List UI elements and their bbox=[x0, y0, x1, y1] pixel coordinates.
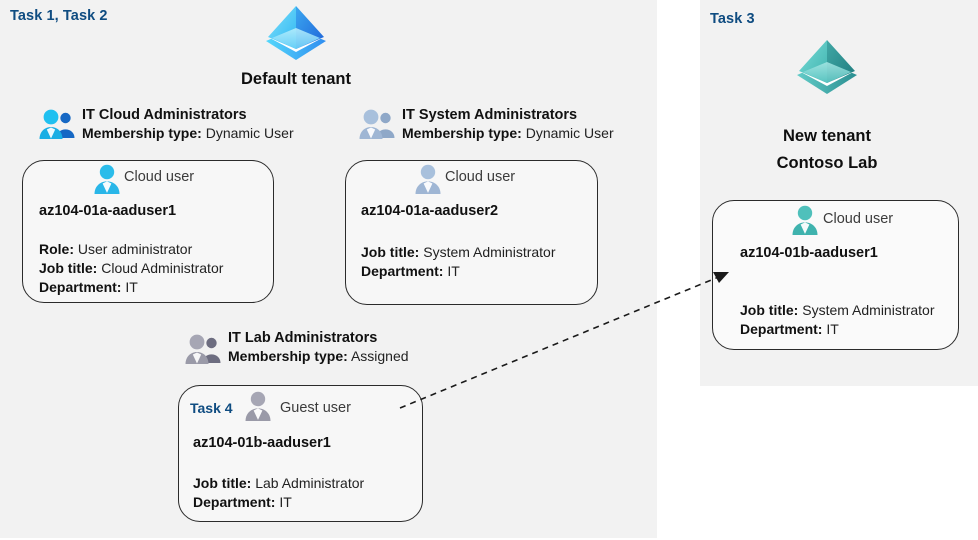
user-attr-department: Department: IT bbox=[740, 321, 839, 337]
user-name: az104-01a-aaduser1 bbox=[39, 203, 177, 219]
group-meta-label: Membership type: bbox=[402, 125, 522, 141]
user-attributes: Job title: System Administrator Departme… bbox=[740, 301, 935, 339]
user-name: az104-01b-aaduser1 bbox=[740, 245, 878, 261]
new-tenant-label-line1: New tenant bbox=[782, 127, 871, 145]
user-attr-role: Role: User administrator bbox=[39, 241, 193, 257]
group-meta-value: Assigned bbox=[350, 348, 409, 364]
group-title: IT Lab Administrators bbox=[228, 330, 378, 346]
user-attr-department: Department: IT bbox=[361, 263, 460, 279]
user-attributes: Job title: System Administrator Departme… bbox=[361, 243, 556, 281]
user-attr-job-title: Job title: Lab Administrator bbox=[193, 475, 365, 491]
user-attributes: Job title: Lab Administrator Department:… bbox=[193, 474, 364, 512]
cloud-user-icon bbox=[93, 164, 121, 194]
group-meta-label: Membership type: bbox=[82, 125, 202, 141]
group-it-system-administrators: IT System Administrators Membership type… bbox=[402, 107, 614, 142]
new-tenant-label-line2: Contoso Lab bbox=[776, 154, 878, 172]
user-attributes: Role: User administrator Job title: Clou… bbox=[39, 240, 223, 297]
cloud-user-icon bbox=[791, 205, 819, 235]
task-label-left: Task 1, Task 2 bbox=[10, 8, 108, 24]
group-title: IT System Administrators bbox=[402, 107, 578, 123]
card-task-label: Task 4 bbox=[190, 400, 233, 416]
default-tenant-label: Default tenant bbox=[240, 70, 351, 88]
group-users-icon bbox=[358, 108, 398, 142]
azure-ad-tenant-icon bbox=[793, 36, 861, 102]
user-attr-department: Department: IT bbox=[193, 494, 292, 510]
group-it-lab-administrators: IT Lab Administrators Membership type: A… bbox=[228, 330, 409, 365]
group-meta-value: Dynamic User bbox=[525, 125, 614, 141]
group-users-icon bbox=[38, 108, 78, 142]
user-name: az104-01b-aaduser1 bbox=[193, 435, 331, 451]
task-label-right: Task 3 bbox=[710, 11, 755, 27]
user-type-label: Cloud user bbox=[445, 169, 516, 185]
group-membership-type: Membership type: Dynamic User bbox=[82, 124, 294, 142]
user-type-label: Guest user bbox=[280, 400, 351, 416]
group-meta-label: Membership type: bbox=[228, 348, 348, 364]
user-type-label: Cloud user bbox=[823, 211, 894, 227]
user-attr-job-title: Job title: System Administrator bbox=[740, 302, 935, 318]
cloud-user-icon bbox=[414, 164, 442, 194]
group-it-cloud-administrators: IT Cloud Administrators Membership type:… bbox=[82, 107, 294, 142]
group-membership-type: Membership type: Assigned bbox=[228, 347, 409, 365]
user-card-az104-01b-aaduser1-cloud[interactable] bbox=[712, 200, 959, 350]
user-card-az104-01a-aaduser1[interactable] bbox=[22, 160, 274, 303]
group-title: IT Cloud Administrators bbox=[82, 107, 247, 123]
user-type-label: Cloud user bbox=[124, 169, 195, 185]
user-name: az104-01a-aaduser2 bbox=[361, 203, 499, 219]
user-attr-job-title: Job title: System Administrator bbox=[361, 244, 556, 260]
group-membership-type: Membership type: Dynamic User bbox=[402, 124, 614, 142]
user-attr-department: Department: IT bbox=[39, 279, 138, 295]
user-card-az104-01b-aaduser1-guest[interactable] bbox=[178, 385, 423, 522]
azure-ad-tenant-icon bbox=[262, 2, 330, 68]
group-meta-value: Dynamic User bbox=[205, 125, 294, 141]
group-users-icon bbox=[184, 333, 224, 367]
guest-user-icon bbox=[244, 391, 272, 421]
user-attr-job-title: Job title: Cloud Administrator bbox=[39, 260, 224, 276]
